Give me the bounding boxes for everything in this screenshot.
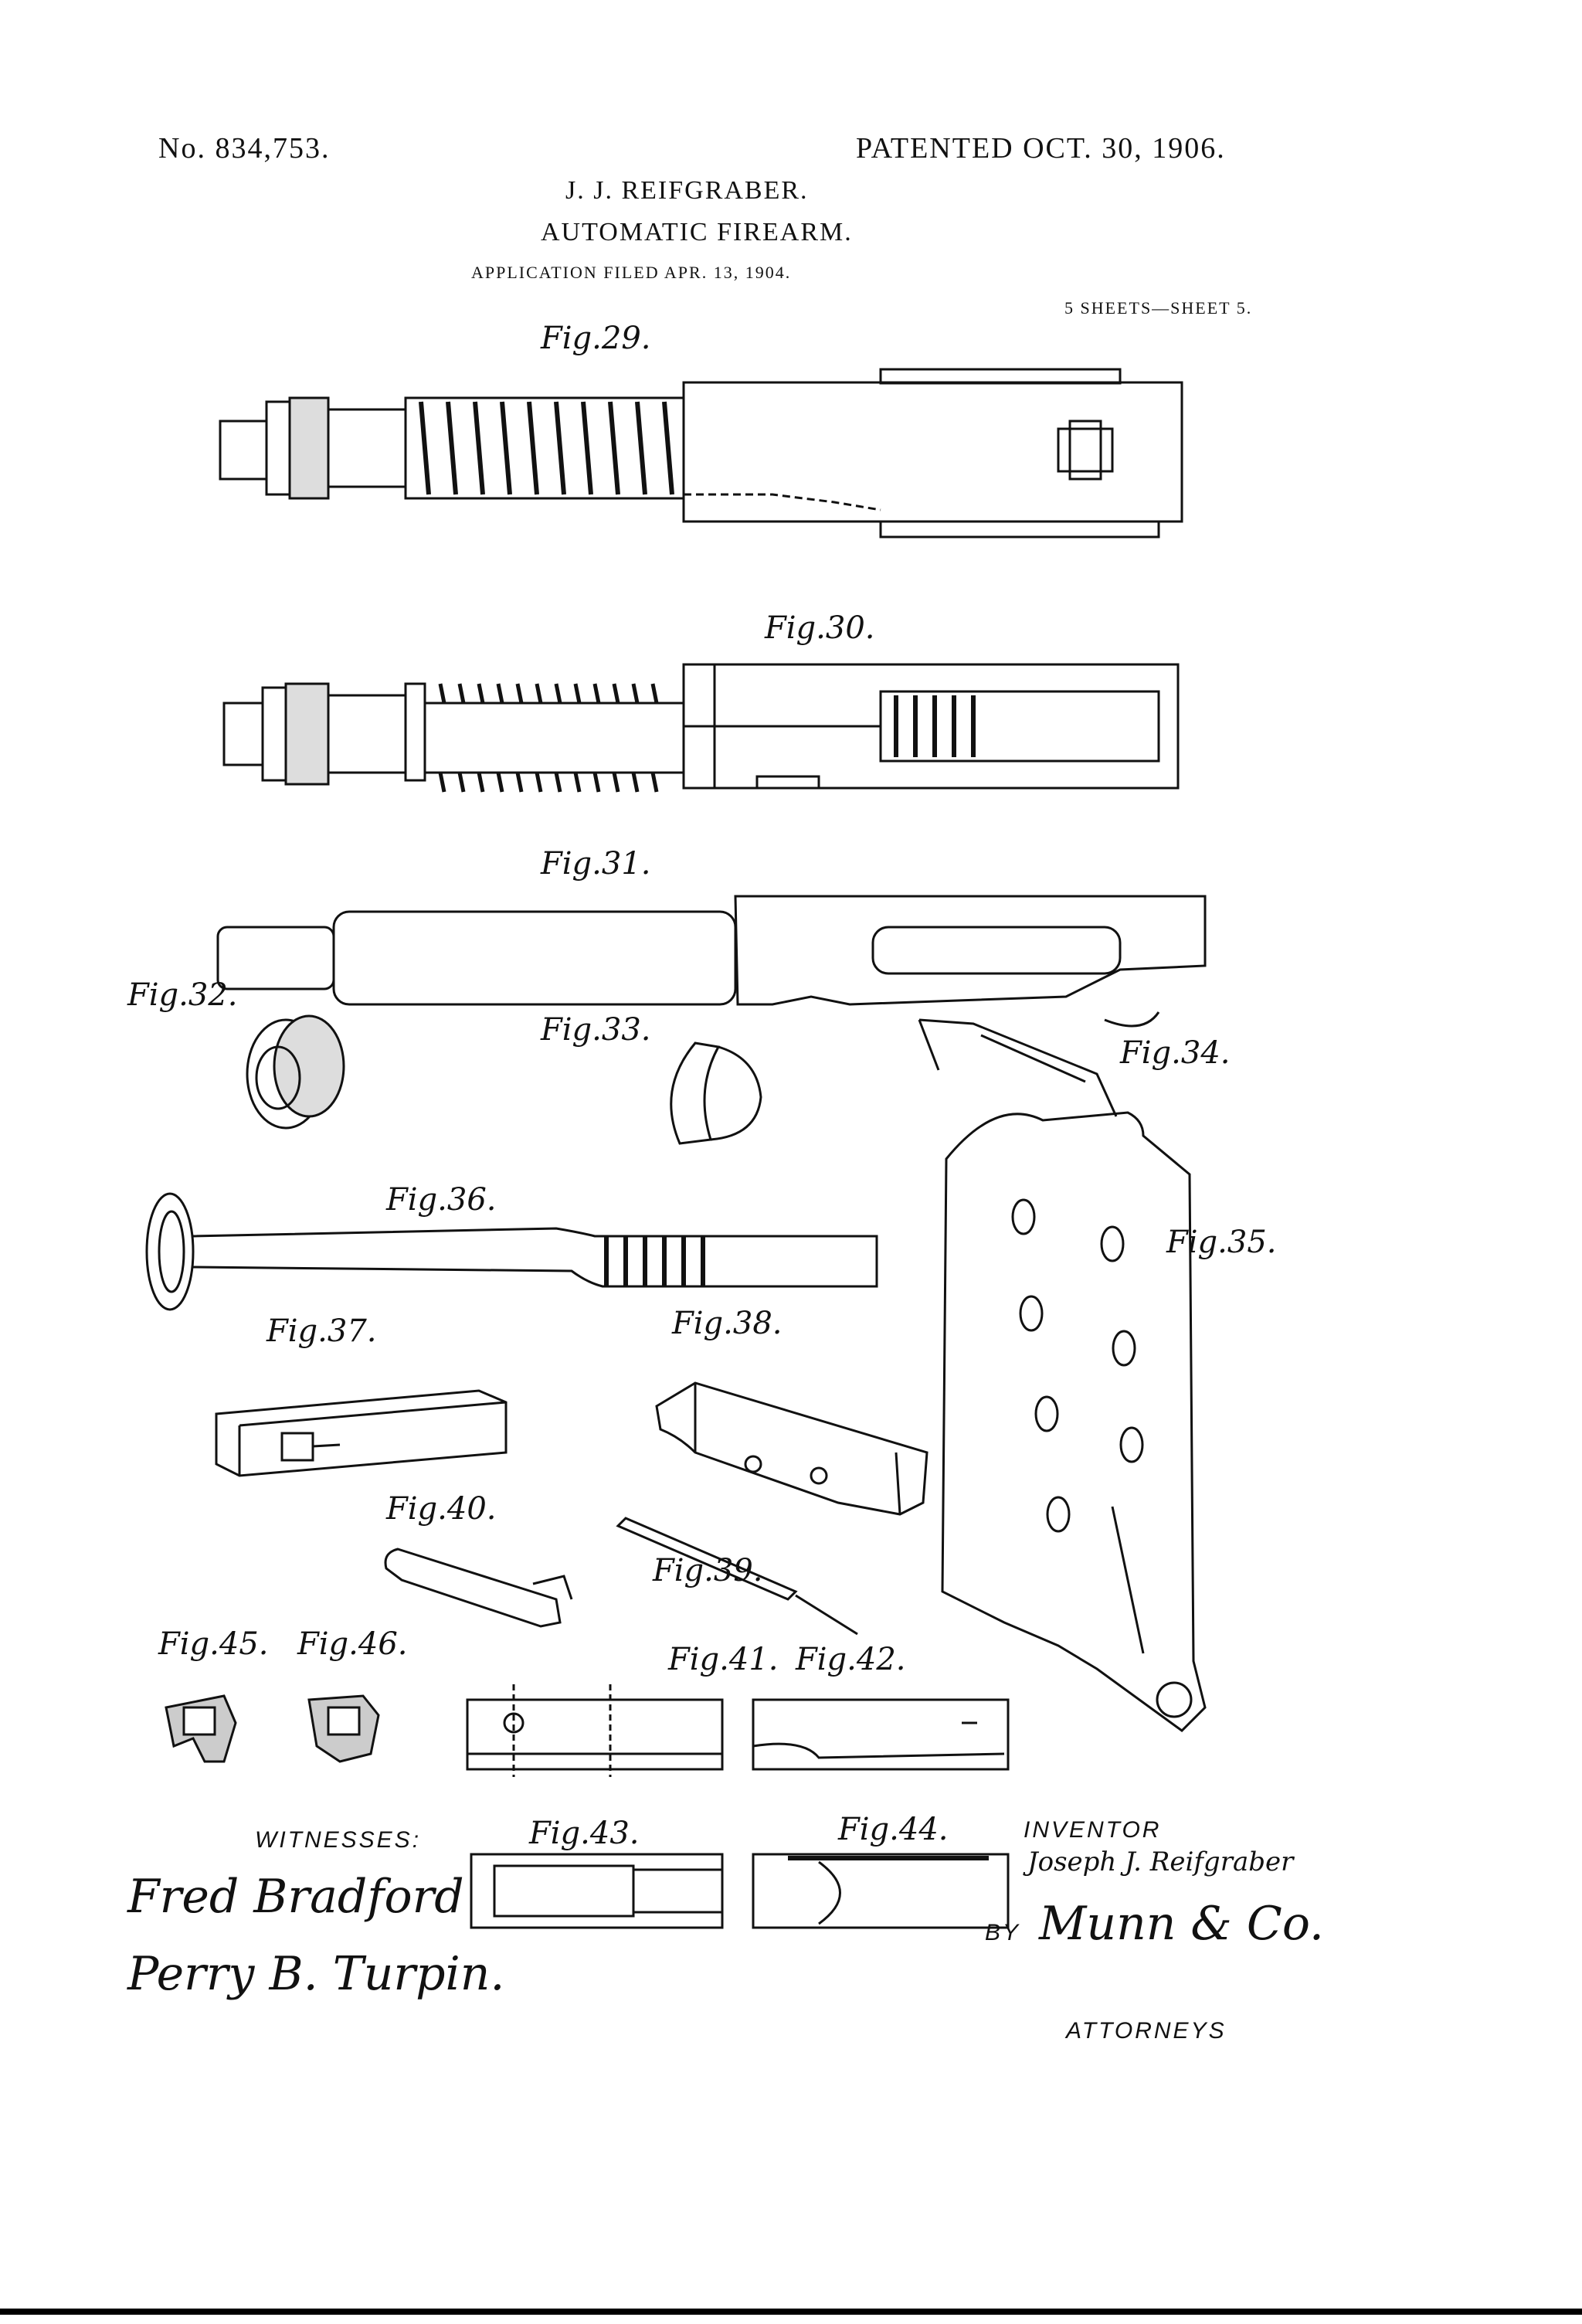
attorneys-label: ATTORNEYS [1066,2018,1227,2044]
attorney-signature: Munn & Co. [1039,1897,1324,1951]
fig32-drawing [247,1016,344,1128]
fig31-label: Fig.31. [541,846,650,882]
fig33-label: Fig.33. [541,1012,650,1048]
fig42-drawing [753,1700,1008,1769]
inventor-signature: Joseph J. Reifgraber [1027,1847,1293,1877]
fig44-label: Fig.44. [838,1812,948,1847]
fig35-label: Fig.35. [1166,1225,1276,1260]
fig45-label: Fig.45. [158,1626,268,1662]
fig30-label: Fig.30. [765,610,874,646]
fig33-drawing [671,1043,761,1143]
fig37-label: Fig.37. [266,1313,376,1349]
fig29-drawing [220,369,1182,537]
fig42-label: Fig.42. [796,1642,905,1677]
fig30-drawing [224,664,1178,792]
fig44-drawing [753,1854,1008,1928]
fig41-drawing [467,1684,722,1777]
fig40-label: Fig.40. [386,1491,496,1527]
fig35-drawing [942,1113,1205,1731]
fig38-drawing [657,1383,927,1514]
fig40-drawing [385,1549,572,1626]
fig34-label: Fig.34. [1120,1035,1230,1071]
witness-signature-1: Fred Bradford [127,1870,464,1924]
fig41-label: Fig.41. [668,1642,778,1677]
fig34-drawing [919,1020,1116,1116]
fig43-drawing [471,1854,722,1928]
by-label: BY [985,1920,1020,1946]
fig39-label: Fig.39. [653,1553,762,1588]
fig36-drawing [147,1194,877,1310]
fig29-label: Fig.29. [541,321,650,356]
fig46-drawing [309,1696,379,1762]
inventor-label: INVENTOR [1024,1817,1161,1843]
fig32-label: Fig.32. [127,977,237,1013]
fig43-label: Fig.43. [529,1816,639,1851]
fig31-drawing [218,896,1205,1026]
witness-signature-2: Perry B. Turpin. [127,1947,504,2001]
fig45-drawing [166,1696,236,1762]
witnesses-label: WITNESSES: [255,1827,421,1853]
fig38-label: Fig.38. [672,1306,782,1341]
fig37-drawing [216,1391,506,1476]
fig36-label: Fig.36. [386,1182,496,1218]
fig46-label: Fig.46. [297,1626,407,1662]
bottom-border [0,2309,1582,2315]
